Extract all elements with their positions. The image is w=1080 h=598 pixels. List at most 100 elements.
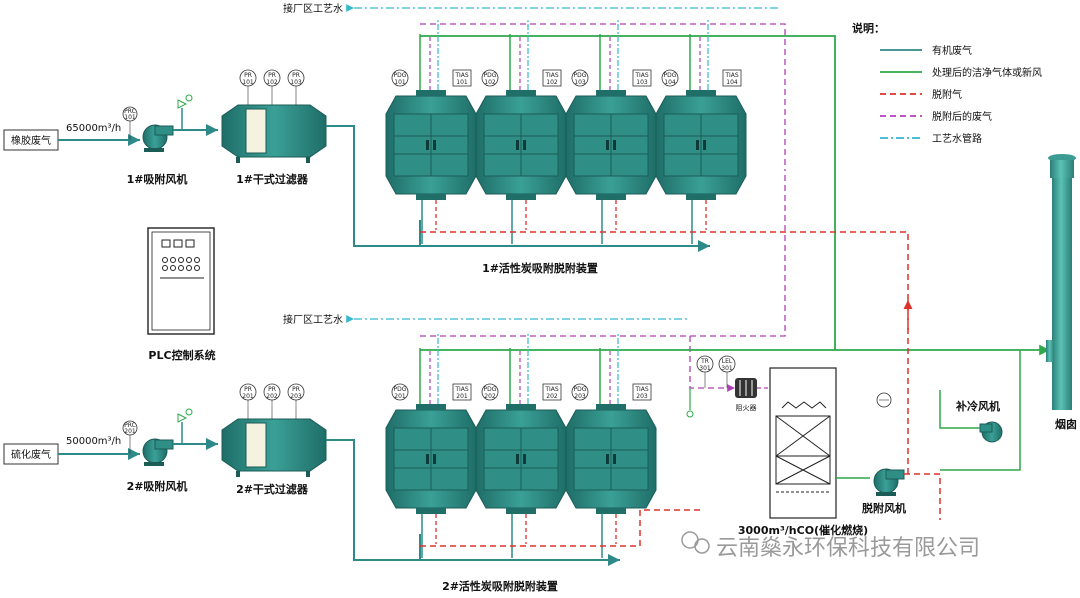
rco-gauge-num: 301 [721, 365, 733, 372]
tias-tag-num: 102 [546, 79, 558, 86]
filter-gauge-num: 202 [266, 393, 278, 400]
inlet-line2-flow: 50000m³/h [66, 436, 121, 447]
desorb-fan: 脱附风机 [862, 468, 906, 515]
plc-control-cabinet: PLC控制系统 [147, 227, 216, 362]
filter-gauge-type: PR [244, 72, 252, 79]
valve-icon [177, 94, 193, 130]
filter-gauge-num: 203 [290, 393, 302, 400]
adsorber-unit-2-label: 2#活性炭吸附脱附装置 [442, 579, 558, 593]
flame-arrester-label: 阻火器 [736, 403, 757, 412]
svg-text:PRC: PRC [124, 108, 136, 115]
dry-filter-2-label: 2#干式过滤器 [236, 482, 309, 496]
dry-filter-1-label: 1#干式过滤器 [236, 172, 309, 186]
pdg-gauge-type: PDG [394, 72, 407, 79]
pdg-gauge-num: 202 [484, 393, 496, 400]
chimney: 烟囱 [1046, 154, 1077, 431]
watermark-text: 云南燊永环保科技有限公司 [716, 536, 980, 561]
watermark: 云南燊永环保科技有限公司 [681, 531, 980, 561]
adsorber-bed [385, 334, 477, 558]
legend-item-label: 脱附后的废气 [932, 110, 992, 123]
tias-tag-type: TIAS [544, 72, 559, 79]
chimney-label: 烟囱 [1055, 417, 1077, 431]
filter-gauge-type: PR [244, 386, 252, 393]
adsorber-bed [565, 334, 657, 558]
adsorber-bed [385, 20, 477, 244]
desorb-fan-label: 脱附风机 [862, 501, 906, 515]
adsorber-bed [475, 334, 567, 558]
tias-tag-num: 101 [456, 79, 468, 86]
adsorber-bed [565, 20, 657, 244]
valve-icon [177, 408, 193, 444]
gauge-icon [876, 392, 892, 408]
rco-label: 3000m³/hCO(催化燃烧) [738, 523, 868, 537]
pdg-gauge-type: PDG [394, 386, 407, 393]
filter-gauge-type: PR [268, 72, 276, 79]
tias-tag-num: 201 [456, 393, 468, 400]
adsorber-unit-1-label: 1#活性炭吸附脱附装置 [482, 261, 598, 275]
tias-tag-num: 103 [636, 79, 648, 86]
legend-item-label: 工艺水管路 [932, 132, 982, 145]
pdg-gauge-num: 102 [484, 79, 496, 86]
process-water-line2: 接厂区工艺水 [283, 313, 343, 326]
legend-item-label: 处理后的洁净气体或新风 [932, 66, 1042, 79]
tias-tag-type: TIAS [634, 72, 649, 79]
tias-tag-num: 203 [636, 393, 648, 400]
inlet-line1: 橡胶废气 65000m³/h [3, 123, 121, 151]
adsorb-fan-1: PRC 101 1#吸附风机 [122, 106, 187, 186]
pdg-gauge-type: PDG [574, 386, 587, 393]
adsorber-bed [475, 20, 567, 244]
filter-gauge-num: 101 [242, 79, 254, 86]
filter-gauge-num: 103 [290, 79, 302, 86]
pdg-gauge-num: 101 [394, 79, 406, 86]
pdg-gauge-type: PDG [484, 72, 497, 79]
filter-gauge-type: PR [292, 72, 300, 79]
tias-tag-type: TIAS [544, 386, 559, 393]
inlet-line1-flow: 65000m³/h [66, 123, 121, 134]
tias-tag-num: 202 [546, 393, 558, 400]
dry-filter-1: 1#干式过滤器 [221, 104, 327, 186]
dry-filter-2: 2#干式过滤器 [221, 418, 327, 496]
adsorb-fan-2-label: 2#吸附风机 [127, 479, 188, 493]
svg-text:201: 201 [124, 428, 136, 435]
rco-catalytic-combustion: 3000m³/hCO(催化燃烧) [738, 367, 868, 537]
filter-gauge-type: PR [268, 386, 276, 393]
pdg-gauge-type: PDG [664, 72, 677, 79]
adsorber-unit-1: PDG101TIAS101PDG102TIAS102PDG103TIAS103P… [385, 20, 747, 244]
adsorb-fan-2: PRC 201 2#吸附风机 [122, 420, 188, 493]
legend-item-label: 脱附气 [932, 88, 962, 101]
pdg-gauge-num: 104 [664, 79, 676, 86]
tias-tag-type: TIAS [634, 386, 649, 393]
adsorber-bed [655, 20, 747, 244]
svg-text:101: 101 [124, 114, 136, 121]
rco-gauge-type: LEL [722, 358, 733, 365]
rco-gauge-type: TR [700, 358, 709, 365]
tias-tag-type: TIAS [454, 386, 469, 393]
tias-tag-type: TIAS [454, 72, 469, 79]
inlet-line1-name: 橡胶废气 [11, 134, 51, 147]
filter-gauge-type: PR [292, 386, 300, 393]
inlet-line2: 硫化废气 50000m³/h [3, 436, 121, 465]
legend-title: 说明： [852, 21, 885, 35]
filter-gauge-num: 102 [266, 79, 278, 86]
